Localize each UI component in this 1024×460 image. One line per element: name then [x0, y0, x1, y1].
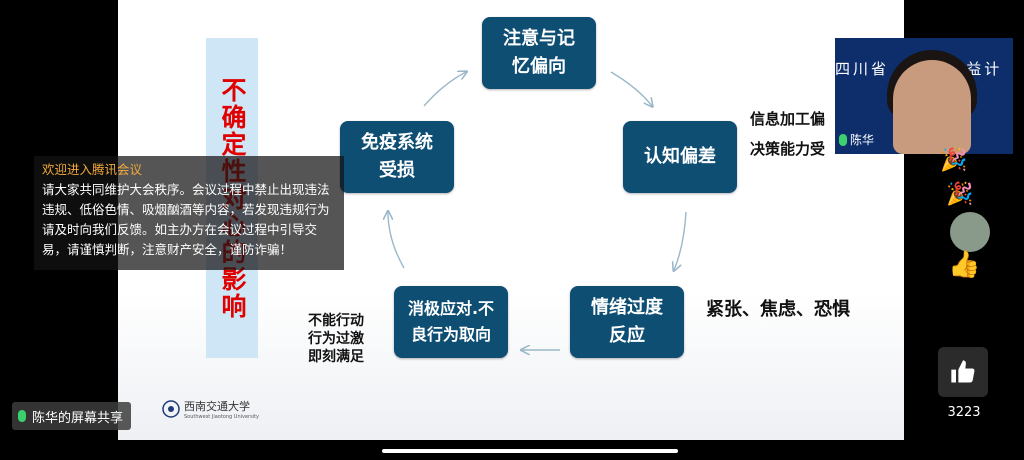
like-count: 3223	[947, 405, 981, 420]
speaker-name-tag: 陈华	[839, 131, 874, 148]
speaker-face	[893, 60, 971, 154]
cycle-arrows	[118, 0, 687, 440]
reaction-animations: 🎉 🎉 👍	[940, 140, 1000, 290]
like-button[interactable]	[938, 347, 988, 397]
node-emotional-overreaction: 情绪过度 反应	[570, 286, 684, 358]
arrow-immune-to-attention	[423, 72, 466, 107]
node-attention-memory-bias: 注意与记 忆偏向	[482, 17, 596, 89]
avatar	[950, 212, 990, 252]
arrow-cognition-to-emotion	[674, 211, 687, 270]
screen-share-label: 陈华的屏幕共享	[12, 402, 132, 430]
thumbs-up-icon	[951, 360, 975, 383]
university-name: 西南交通大学	[184, 400, 250, 413]
university-emblem-icon	[162, 400, 180, 418]
arrow-coping-to-immune	[388, 212, 405, 269]
arrow-attention-to-cognition	[610, 71, 652, 106]
meeting-notice-overlay: 欢迎进入腾讯会议 请大家共同维护大会秩序。会议过程中禁止出现违法违规、低俗色情、…	[34, 156, 344, 270]
notice-title: 欢迎进入腾讯会议	[42, 162, 143, 177]
speaker-video[interactable]: 四川省 十周 建 益计 陈华	[835, 38, 1013, 154]
node-immune-damage: 免疫系统 受损	[340, 121, 454, 193]
thumbs-up-icon: 👍	[948, 250, 981, 280]
mic-icon	[18, 410, 26, 422]
node-negative-coping: 消极应对.不 良行为取向	[394, 286, 508, 358]
university-logo: 西南交通大学 Southwest Jiaotong University	[162, 398, 259, 420]
notice-body: 请大家共同维护大会秩序。会议过程中禁止出现违法违规、低俗色情、吸烟酗酒等内容，若…	[42, 182, 330, 257]
note-emotion: 紧张、焦虑、恐惧	[706, 299, 850, 320]
party-popper-icon: 🎉	[946, 182, 974, 207]
party-popper-icon: 🎉	[940, 148, 968, 173]
home-indicator[interactable]	[382, 449, 678, 453]
node-cognitive-bias: 认知偏差	[623, 121, 737, 193]
note-cognition: 信息加工偏 决策能力受	[750, 110, 826, 158]
mic-icon	[839, 133, 847, 146]
university-name-en: Southwest Jiaotong University	[184, 414, 260, 420]
speaker-name: 陈华	[850, 133, 875, 147]
note-coping: 不能行动 行为过激 即刻满足	[308, 313, 364, 365]
screen-share-text: 陈华的屏幕共享	[32, 410, 124, 426]
